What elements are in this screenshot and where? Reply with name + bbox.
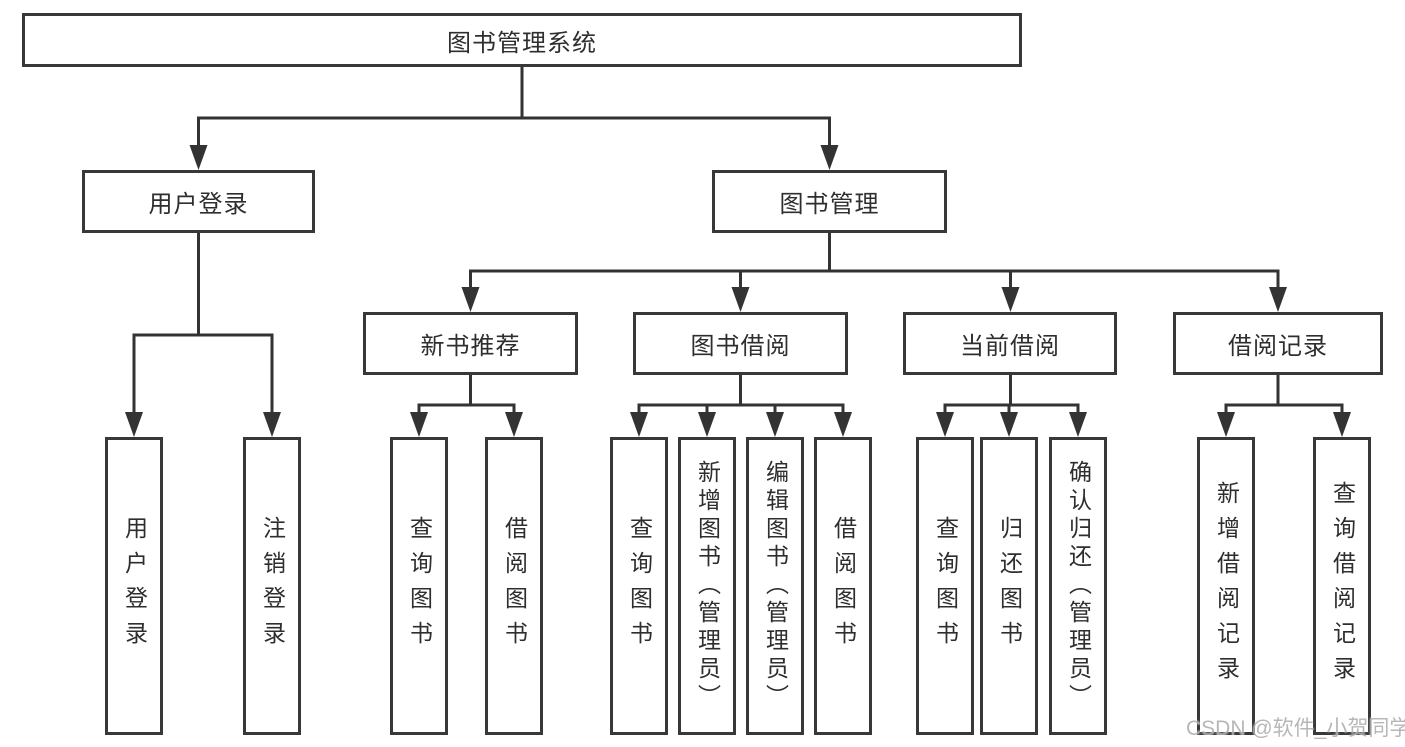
node-current-borrowing-label: 当前借阅 <box>960 333 1060 360</box>
leaf-label: 归还图书 <box>996 516 1023 656</box>
node-current-borrowing: 当前借阅 <box>903 312 1117 375</box>
leaf-return-books: 归还图书 <box>980 437 1038 735</box>
leaf-label: 编辑图书（管理员） <box>762 460 789 712</box>
node-book-borrowing: 图书借阅 <box>633 312 848 375</box>
leaf-label: 查询图书 <box>932 516 959 656</box>
node-new-book-recommend: 新书推荐 <box>363 312 578 375</box>
leaf-label: 注销登录 <box>259 516 286 656</box>
leaf-query-borrow-record: 查询借阅记录 <box>1313 437 1371 735</box>
node-root-system: 图书管理系统 <box>22 13 1022 67</box>
node-book-management: 图书管理 <box>712 170 947 233</box>
leaf-add-borrow-record: 新增借阅记录 <box>1197 437 1255 735</box>
leaf-add-books-admin: 新增图书（管理员） <box>678 437 736 735</box>
leaf-borrow-books: 借阅图书 <box>814 437 872 735</box>
leaf-label: 用户登录 <box>121 516 148 656</box>
csdn-watermark: CSDN @软件_小贺同学 <box>1186 717 1405 740</box>
leaf-label: 查询图书 <box>406 516 433 656</box>
leaf-label: 查询图书 <box>626 516 653 656</box>
node-new-book-recommend-label: 新书推荐 <box>420 333 521 360</box>
node-book-borrowing-label: 图书借阅 <box>690 333 791 360</box>
leaf-borrow-books: 借阅图书 <box>485 437 543 735</box>
leaf-label: 新增图书（管理员） <box>694 460 721 712</box>
leaf-edit-books-admin: 编辑图书（管理员） <box>746 437 804 735</box>
leaf-logout: 注销登录 <box>243 437 301 735</box>
leaf-query-books: 查询图书 <box>610 437 668 735</box>
node-book-management-label: 图书管理 <box>779 191 880 218</box>
leaf-label: 确认归还（管理员） <box>1065 460 1092 712</box>
node-user-login-label: 用户登录 <box>148 191 249 218</box>
leaf-user-login: 用户登录 <box>105 437 163 735</box>
leaf-query-books: 查询图书 <box>916 437 974 735</box>
leaf-label: 借阅图书 <box>830 516 857 656</box>
node-user-login: 用户登录 <box>82 170 315 233</box>
leaf-query-books: 查询图书 <box>390 437 448 735</box>
leaf-label: 查询借阅记录 <box>1329 481 1356 691</box>
node-borrowing-records-label: 借阅记录 <box>1228 333 1328 360</box>
leaf-confirm-return-admin: 确认归还（管理员） <box>1049 437 1107 735</box>
leaf-label: 新增借阅记录 <box>1213 481 1240 691</box>
node-borrowing-records: 借阅记录 <box>1173 312 1383 375</box>
node-root-label: 图书管理系统 <box>447 29 597 57</box>
leaf-label: 借阅图书 <box>501 516 528 656</box>
arrowheads <box>125 145 1351 437</box>
